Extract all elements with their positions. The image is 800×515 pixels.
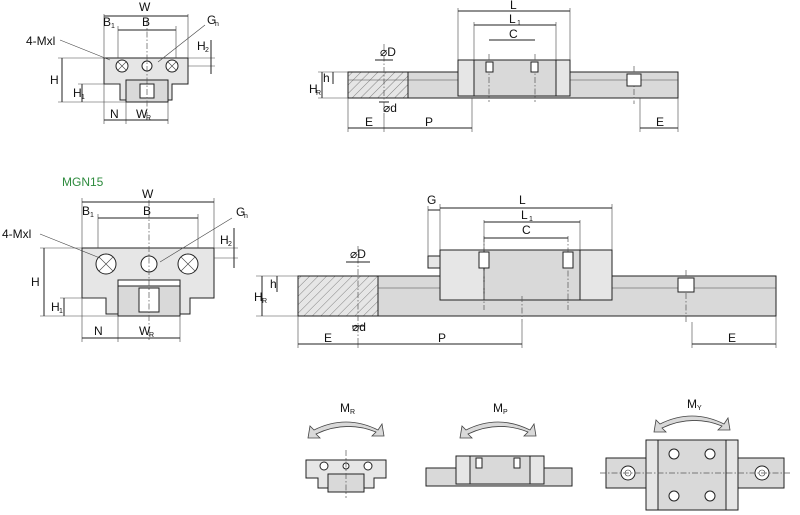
label-P: P [425,115,433,129]
curved-arrow-icon [653,415,731,433]
label-h: h [323,71,330,85]
moment-mp-diagram: M P [425,401,573,487]
label-B1-sub-2: 1 [90,212,94,219]
label-H1-2: H [51,300,60,314]
label-L: L [510,0,517,12]
label-HR-2: H [254,290,263,304]
moment-my-label: M [687,397,697,411]
moment-mp-label: M [493,401,503,415]
label-MxL-2: 4-Mxl [2,227,31,241]
label-G: G [427,193,436,207]
moment-my-sub: Y [697,405,702,412]
curved-arrow-icon [459,421,537,439]
label-P-2: P [438,331,446,345]
curved-arrow-icon [307,421,385,439]
label-C-2: C [522,223,531,237]
label-E: E [365,115,373,129]
label-WR-2: W [139,324,151,338]
label-Gn-2: G [236,205,245,219]
side-view-large [256,204,777,348]
side-view-small [318,8,679,132]
label-H1-sub: 1 [81,94,85,101]
moment-mp-sub: P [503,409,508,416]
label-D: ⌀D [380,45,396,59]
label-HR: H [309,82,318,96]
label-B-2: B [143,204,151,218]
label-W: W [139,0,151,14]
section-title: MGN15 [62,175,104,189]
label-L1-2: L [521,208,528,222]
end-view-large-labels: W B 1 B G n 4-Mxl H H 1 H 2 N W R [2,187,248,339]
label-L-2: L [519,193,526,207]
label-Gn: G [207,13,216,27]
label-N: N [110,107,119,121]
label-L1: L [509,12,516,26]
side-view-large-labels: L G L 1 C ⌀D ⌀d h H R E P E [254,193,736,345]
label-B1-sub: 1 [111,23,115,30]
label-B: B [142,15,150,29]
moment-mr-diagram: M R [305,401,387,498]
label-H1-sub-2: 1 [59,308,63,315]
label-B1-2: B [82,204,90,218]
label-C: C [509,27,518,41]
label-HR-sub-2: R [262,298,267,305]
end-view-small [58,14,215,124]
label-W-2: W [142,187,154,201]
label-H: H [50,73,59,87]
side-view-small-labels: L L 1 C ⌀D ⌀d h H R E P E [309,0,664,129]
end-view-small-labels: W B 1 B G n 4-Mxl H H 1 H 2 N W R [26,0,219,122]
label-WR-sub: R [146,115,151,122]
label-Gn-sub: n [215,21,219,28]
end-view-large [39,198,238,342]
label-E-2: E [324,331,332,345]
label-H2-2: H [220,233,229,247]
label-H-2: H [31,275,40,289]
label-H2: H [197,39,206,53]
label-H1: H [73,86,82,100]
label-L1-sub: 1 [517,20,521,27]
label-H2-sub-2: 2 [228,241,232,248]
label-H2-sub: 2 [205,47,209,54]
label-Gn-sub-2: n [244,213,248,220]
label-B1: B [103,15,111,29]
label-h-2: h [270,277,277,291]
moment-mr-label: M [340,401,350,415]
label-L1-sub-2: 1 [529,216,533,223]
label-d: ⌀d [383,101,397,115]
label-WR-sub-2: R [149,332,154,339]
moment-mr-sub: R [350,409,355,416]
label-N-2: N [94,324,103,338]
label-MxL: 4-Mxl [26,34,55,48]
label-D-2: ⌀D [350,247,366,261]
label-E-right: E [656,115,664,129]
label-HR-sub: R [316,90,321,97]
label-E-right-2: E [728,331,736,345]
moment-my-diagram: M Y [600,397,790,511]
label-WR: W [136,107,148,121]
label-d-2: ⌀d [352,320,366,334]
